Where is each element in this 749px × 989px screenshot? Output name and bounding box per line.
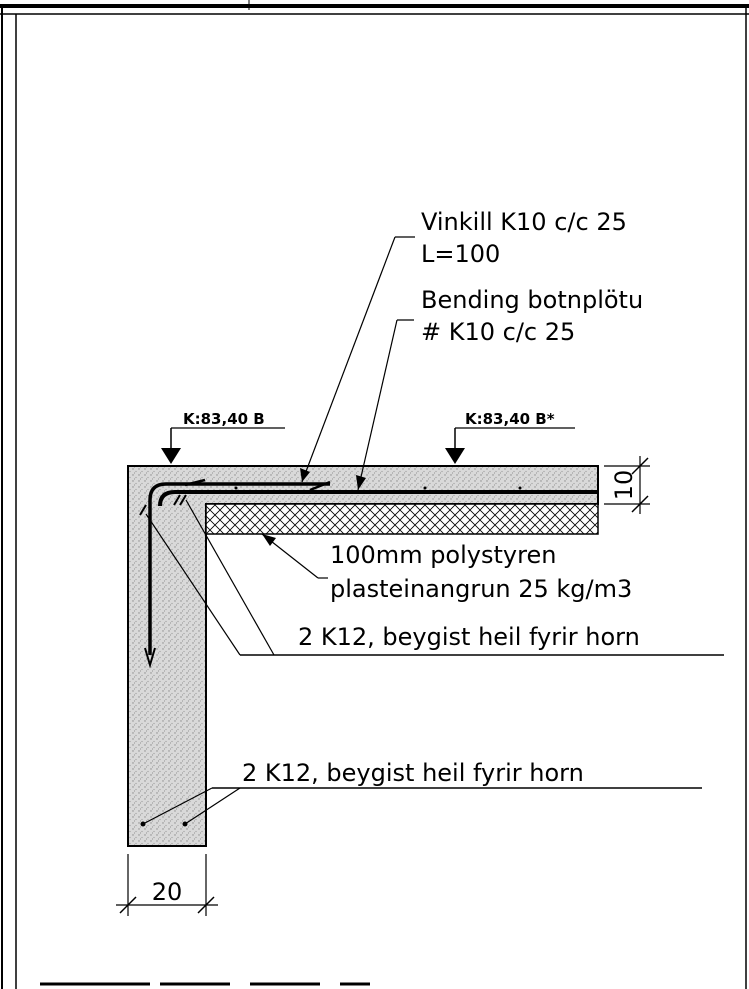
- leader-vinkill: [300, 236, 415, 483]
- wall-width-label: 20: [152, 878, 183, 906]
- leader-insulation: [261, 533, 328, 579]
- vinkill-label-line2: L=100: [421, 240, 500, 268]
- level-label-right: K:83,40 B*: [465, 410, 555, 428]
- bending-label-line1: Bending botnplötu: [421, 286, 643, 314]
- bending-label-line2: # K10 c/c 25: [421, 318, 575, 346]
- level-marker-left: [161, 427, 285, 464]
- level-label-left: K:83,40 B: [183, 410, 265, 428]
- leader-rebar-top: [145, 499, 724, 656]
- insulation-layer: [205, 503, 599, 535]
- rebar-bottom-label: 2 K12, beygist heil fyrir horn: [242, 759, 584, 787]
- leader-bending: [356, 319, 414, 491]
- slab-thickness-dimension: [604, 456, 650, 514]
- leader-rebar-bottom: [142, 787, 702, 825]
- slab-thickness-label: 10: [610, 470, 638, 501]
- vinkill-label-line1: Vinkill K10 c/c 25: [421, 208, 627, 236]
- rebar-top-label: 2 K12, beygist heil fyrir horn: [298, 623, 640, 651]
- reinforcement: [139, 478, 598, 827]
- level-marker-right: [445, 427, 575, 464]
- insulation-label-line1: 100mm polystyren: [330, 541, 556, 569]
- insulation-label-line2: plasteinangrun 25 kg/m3: [330, 575, 632, 603]
- wall-width-dimension: [116, 854, 218, 916]
